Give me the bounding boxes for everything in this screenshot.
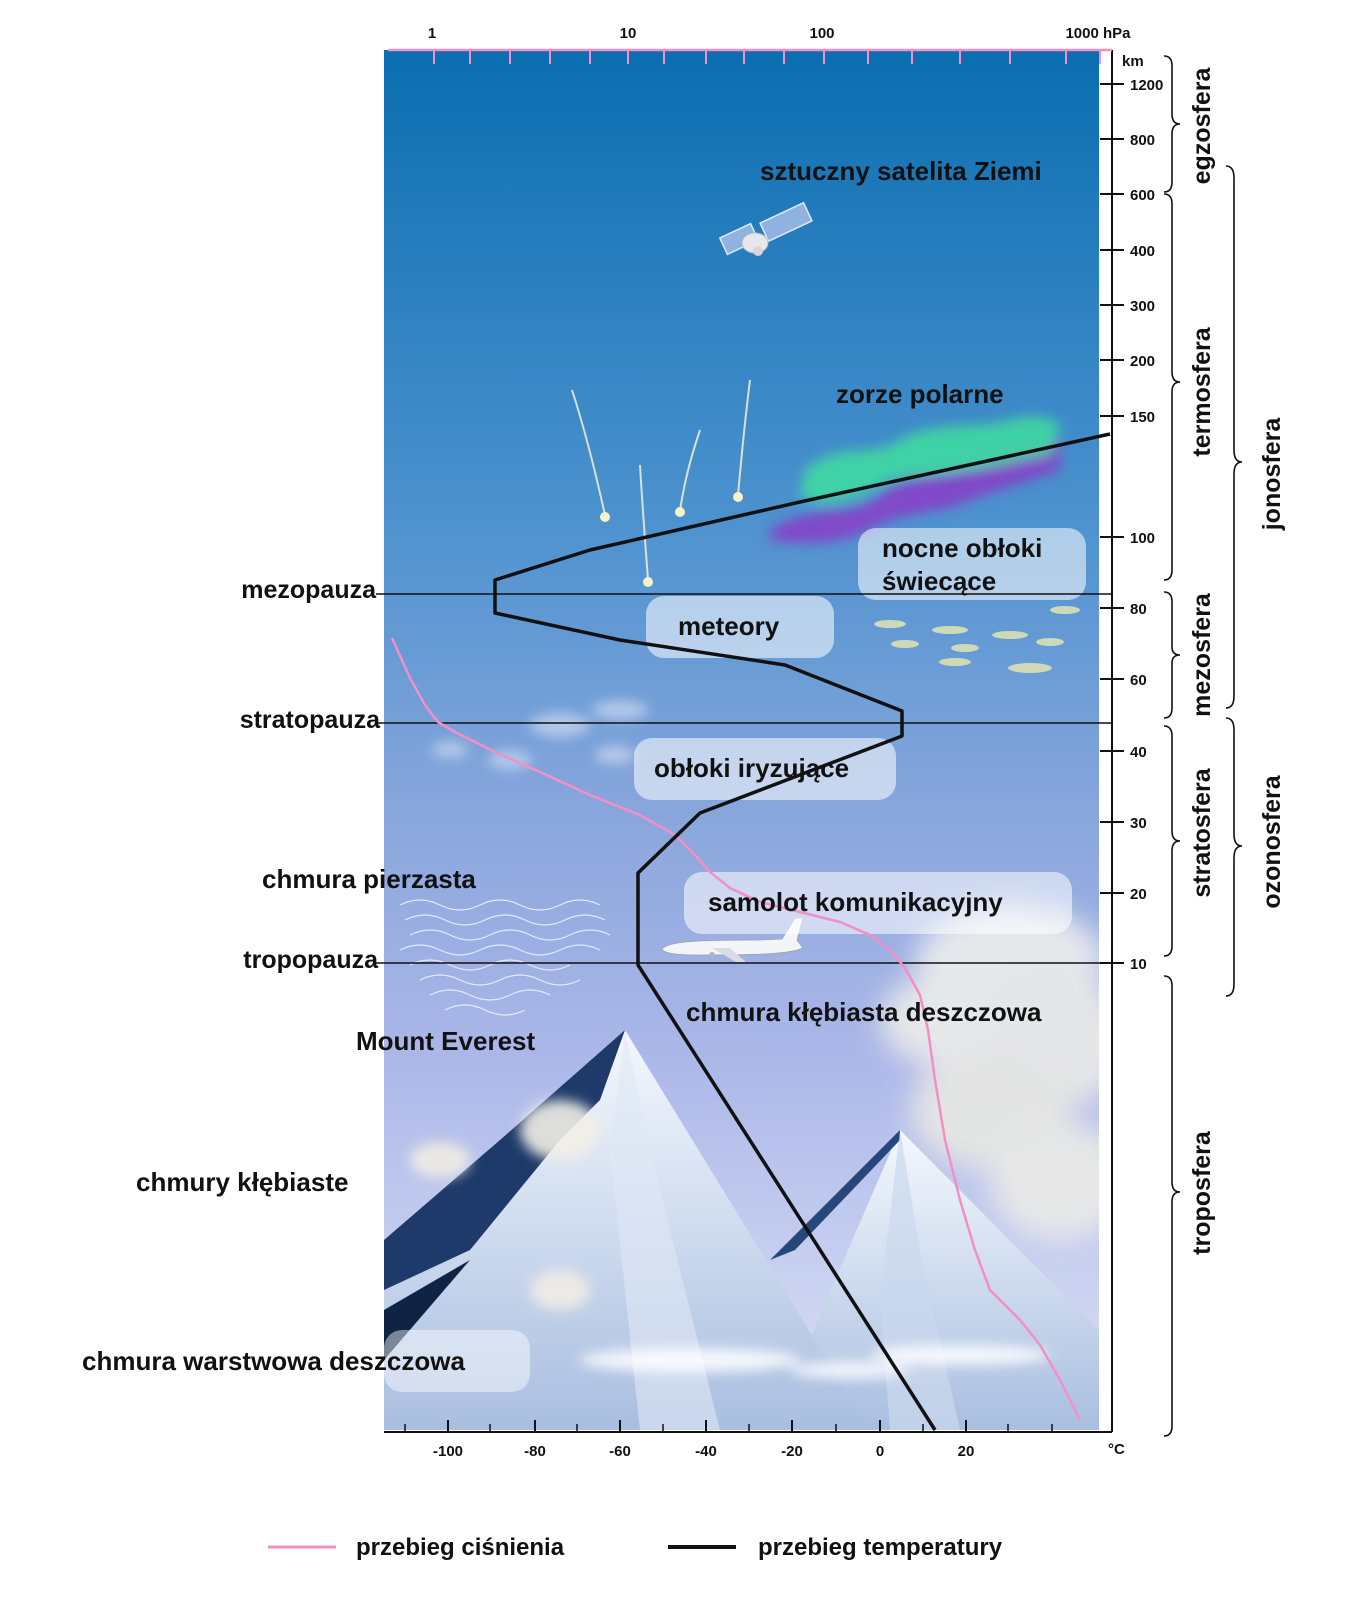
altitude-tick-label: 300: [1130, 298, 1155, 315]
pressure-tick-label: 1000 hPa: [1065, 25, 1131, 42]
iridescent-label-bg: [634, 738, 896, 800]
altitude-tick-label: 40: [1130, 744, 1147, 761]
label-noctilucent-1: nocne obłoki: [882, 533, 1042, 563]
temperature-tick-label: 20: [958, 1443, 975, 1460]
temperature-tick-label: -100: [433, 1443, 463, 1460]
layer-troposfera: troposfera: [1188, 1130, 1216, 1255]
nimbostratus-label-bg: [384, 1330, 530, 1392]
aurora: [770, 416, 1060, 543]
noctilucent-label-bg: [858, 528, 1086, 600]
meteors: [571, 379, 751, 581]
label-cirrus: chmura pierzasta: [262, 864, 476, 894]
temperature-tick-label: 0: [876, 1443, 884, 1460]
legend-pressure-label: przebieg ciśnienia: [356, 1534, 565, 1561]
pressure-tick-label: 1: [428, 25, 436, 42]
altitude-tick-label: 80: [1130, 601, 1147, 618]
layer-egzosfera: egzosfera: [1188, 67, 1216, 185]
boundary-tropopauza: tropopauza: [243, 946, 379, 974]
temperature-tick-label: -20: [781, 1443, 803, 1460]
altitude-tick-label: 600: [1130, 187, 1155, 204]
altitude-tick-label: 150: [1130, 409, 1155, 426]
label-airliner: samolot komunikacyjny: [708, 887, 1003, 917]
airliner-label-bg: [684, 872, 1072, 934]
temperature-tick-label: -40: [695, 1443, 717, 1460]
pressure-line: [390, 637, 1082, 1421]
temperature-tick-label: -80: [524, 1443, 546, 1460]
legend-temperature-label: przebieg temperatury: [758, 1534, 1003, 1561]
meteor-heads: [600, 492, 743, 587]
altitude-tick-label: 100: [1130, 530, 1155, 547]
cirrus-cloud: [399, 899, 611, 1016]
temperature-ticks: -100 -80 -60 -40 -20 0 20: [404, 1420, 1053, 1460]
layer-termosfera: termosfera: [1188, 326, 1216, 456]
airliner-icon: [661, 917, 804, 962]
label-nimbostratus: chmura warstwowa deszczowa: [82, 1346, 465, 1376]
pressure-axis: [388, 48, 1112, 64]
altitude-unit: km: [1122, 53, 1144, 70]
altitude-tick-label: 10: [1130, 956, 1147, 973]
sphere-jonosfera: jonosfera: [1258, 417, 1286, 532]
label-noctilucent-2: świecące: [882, 566, 996, 596]
label-aurora: zorze polarne: [836, 379, 1004, 409]
layer-braces: [1163, 55, 1243, 1437]
cumulonimbus-cloud: [880, 905, 1099, 1240]
altitude-ticks: 1200 800 600 400 300 200 150 100 80 60 40 30 20 10: [1100, 77, 1163, 973]
altitude-tick-label: 20: [1130, 886, 1147, 903]
altitude-tick-label: 30: [1130, 815, 1147, 832]
noctilucent-streaks: [874, 606, 1080, 673]
meteors-label-bg: [646, 596, 834, 658]
label-cumulonimbus: chmura kłębiasta deszczowa: [686, 997, 1042, 1027]
altitude-tick-label: 60: [1130, 672, 1147, 689]
temperature-tick-label: -60: [609, 1443, 631, 1460]
layer-stratosfera: stratosfera: [1188, 767, 1216, 897]
label-satellite: sztuczny satelita Ziemi: [760, 156, 1042, 186]
altitude-tick-label: 1200: [1130, 77, 1163, 94]
label-cumulus: chmury kłębiaste: [136, 1167, 348, 1197]
label-everest: Mount Everest: [356, 1026, 535, 1056]
boundary-mezopauza: mezopauza: [241, 576, 377, 604]
temperature-line: [493, 432, 1111, 1431]
pressure-tick-label: 100: [809, 25, 834, 42]
altitude-tick-label: 400: [1130, 243, 1155, 260]
legend: przebieg ciśnienia przebieg temperatury: [268, 1534, 1003, 1561]
stratus-clouds: [580, 1345, 1050, 1378]
altitude-tick-label: 800: [1130, 132, 1155, 149]
everest-mountain: [384, 1030, 870, 1430]
label-iridescent: obłoki iryzujące: [654, 753, 849, 783]
boundary-stratopauza: stratopauza: [240, 706, 381, 734]
layer-mezosfera: mezosfera: [1188, 592, 1216, 717]
sphere-ozonosfera: ozonosfera: [1258, 774, 1286, 908]
cumulus-clouds: [410, 1100, 600, 1310]
altitude-tick-label: 200: [1130, 353, 1155, 370]
temperature-unit: °C: [1108, 1441, 1125, 1458]
satellite-icon: [718, 201, 813, 256]
label-meteors: meteory: [678, 611, 780, 641]
pressure-tick-label: 10: [620, 25, 637, 42]
boundary-lines: [376, 593, 1112, 964]
pressure-tick-labels: 1 10 100 1000 hPa: [428, 25, 1131, 42]
